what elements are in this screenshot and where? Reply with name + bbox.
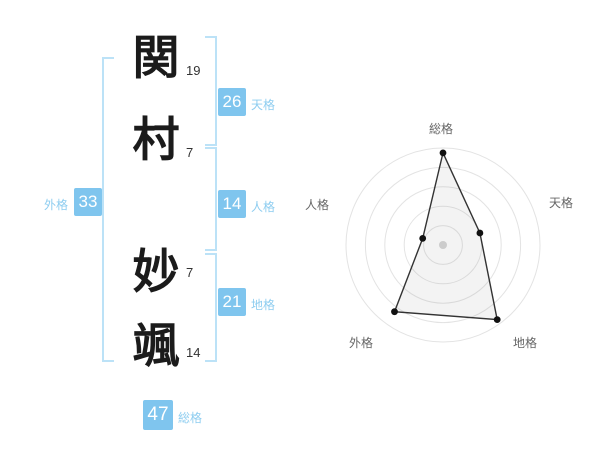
radar-center-dot [439, 241, 447, 249]
jinkaku-bracket [205, 147, 217, 251]
radar-axis-chikaku: 地格 [513, 336, 538, 350]
jinkaku-label: 人格 [251, 200, 276, 214]
soukaku-badge: 47 [143, 400, 173, 430]
tenkaku-label: 天格 [251, 98, 276, 112]
gaikaku-label: 外格 [44, 198, 69, 212]
radar-point [493, 316, 501, 323]
radar-axis-gaikaku: 外格 [349, 336, 374, 350]
tenkaku-badge: 26 [218, 88, 246, 116]
chikaku-bracket [205, 253, 217, 362]
stroke-count-3: 7 [186, 265, 194, 280]
radar-chart-svg [345, 147, 541, 343]
radar-point [391, 308, 398, 316]
radar-ring [423, 225, 463, 265]
stroke-count-1: 19 [186, 63, 201, 78]
name-char-3: 妙 [132, 245, 180, 298]
radar-chart: 総格 天格 地格 外格 人格 [303, 110, 588, 375]
radar-point [439, 149, 447, 157]
radar-axis-soukaku: 総格 [429, 122, 454, 136]
name-char-1: 関 [132, 31, 180, 84]
radar-polygon [393, 150, 499, 321]
gaikaku-badge: 33 [74, 188, 102, 216]
chikaku-label: 地格 [251, 298, 276, 312]
radar-point [419, 235, 427, 242]
jinkaku-badge: 14 [218, 190, 246, 218]
radar-ring [345, 147, 541, 343]
radar-axis-tenkaku: 天格 [549, 196, 574, 210]
stroke-count-4: 14 [186, 345, 201, 360]
name-char-2: 村 [132, 113, 180, 166]
radar-ring [384, 186, 502, 304]
tenkaku-bracket [205, 36, 217, 146]
radar-point [476, 229, 484, 237]
name-char-4: 颯 [132, 319, 180, 372]
radar-ring [364, 166, 522, 324]
radar-axis-jinkaku: 人格 [305, 198, 330, 212]
chikaku-badge: 21 [218, 288, 246, 316]
stroke-count-2: 7 [186, 145, 194, 160]
soukaku-label: 総格 [178, 411, 203, 425]
gaikaku-bracket [102, 57, 114, 362]
